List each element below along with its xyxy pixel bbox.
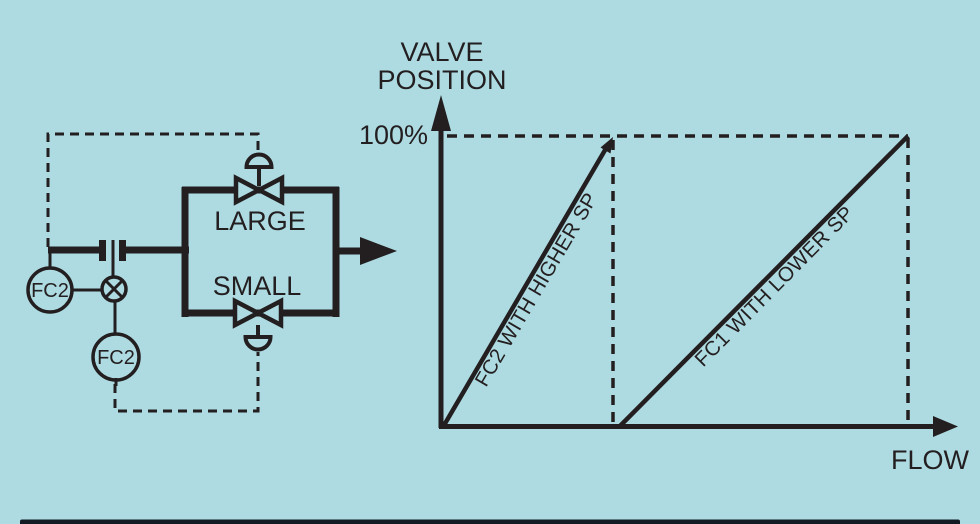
x-axis-arrow-icon [933,416,958,437]
small-valve-label: SMALL [213,271,302,301]
fc2-response-line [441,143,610,429]
y-axis-title-line1: VALVE [400,37,483,67]
small-valve-body-right [253,297,284,329]
flow-out-arrow-icon [360,237,397,265]
large-valve-label: LARGE [214,206,306,236]
large-valve-body-left [233,174,264,206]
piping-schematic: LARGE SMALL FC2 FC2 [26,132,397,413]
multiplier-x-stroke-2 [104,279,124,299]
signal-line-large-valve [46,132,260,247]
controller-fc2-secondary-label: FC2 [97,347,135,369]
fc1-response-line [617,134,910,429]
large-valve-symbol [233,152,285,206]
controller-fc2-primary-label: FC2 [31,280,69,302]
fc2-line-arrow-icon [600,137,613,154]
y-axis-title-line2: POSITION [377,65,506,95]
large-valve-body-right [254,174,285,206]
orifice-flange-left [99,240,106,261]
y-axis-arrow-icon [431,95,451,131]
small-valve-actuator-icon [243,335,273,352]
small-valve-symbol [232,297,284,352]
footer-bar [20,519,960,524]
small-valve-body-left [232,297,263,329]
x-axis-label: FLOW [891,445,970,475]
large-valve-actuator-icon [244,152,274,169]
y-100pct-tick-label: 100% [359,120,428,150]
multiplier-symbol [100,275,128,303]
orifice-flange-right [119,240,126,261]
signal-line-small-valve [113,352,260,413]
